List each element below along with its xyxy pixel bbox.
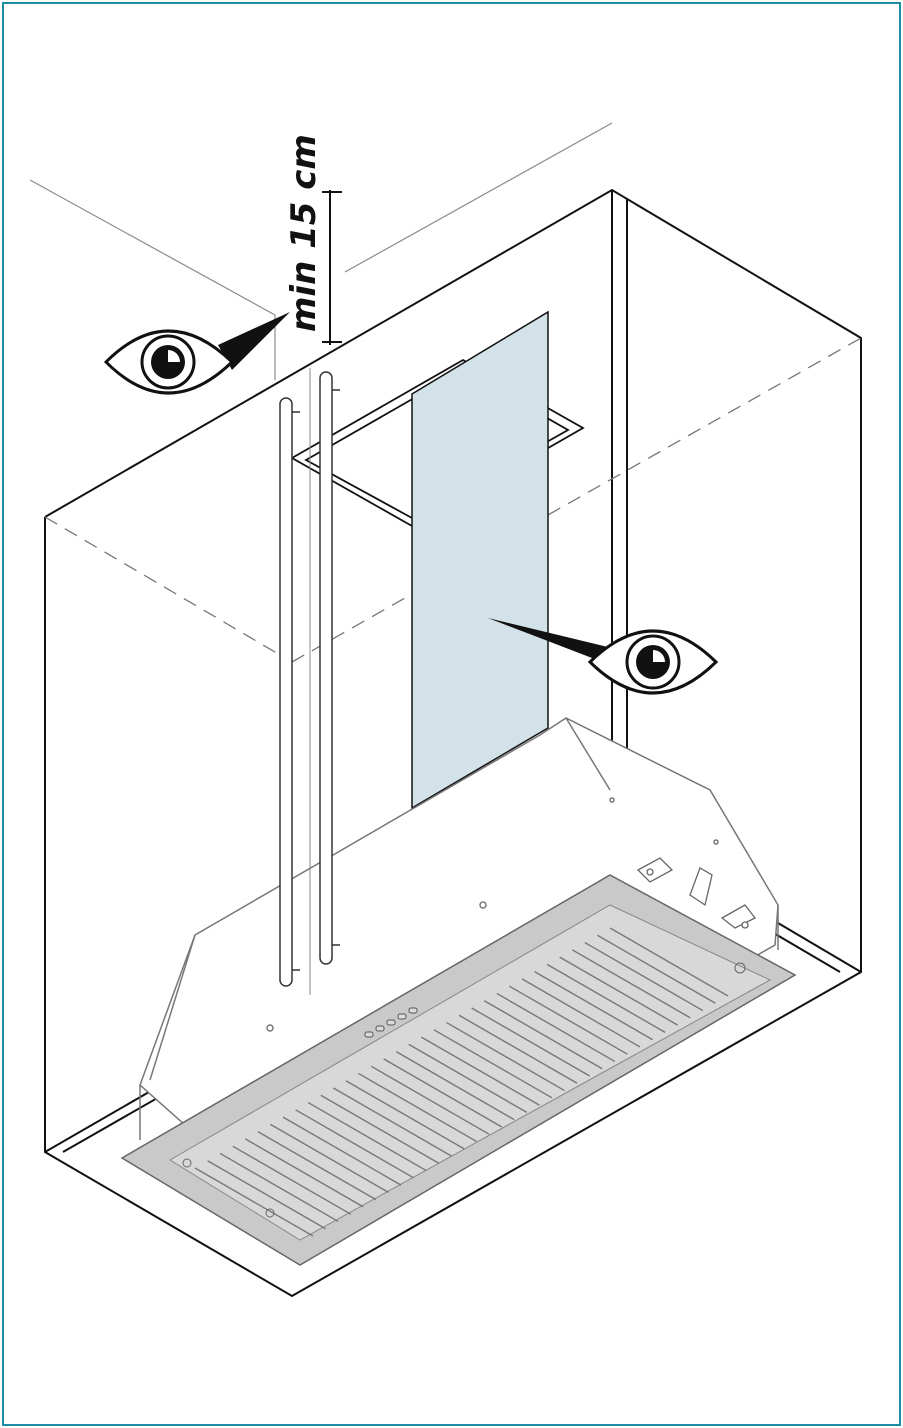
grille-slat: [421, 1036, 540, 1106]
filter-grille: [120, 874, 797, 1266]
grille-slat: [282, 1116, 402, 1186]
grille-slat: [219, 1152, 339, 1223]
grille-slat: [232, 1145, 352, 1215]
grille-slat: [446, 1021, 565, 1092]
grille-slat: [534, 971, 653, 1041]
grille-slat: [521, 978, 641, 1048]
grille-slat: [370, 1065, 490, 1135]
grille-slat: [345, 1080, 465, 1150]
handle-bars: [279, 371, 340, 987]
grille-slat: [559, 956, 679, 1026]
grille-slat: [509, 985, 628, 1055]
grille-slat: [471, 1007, 591, 1077]
grille-slat: [597, 934, 716, 1004]
grille-slat: [332, 1087, 452, 1157]
grille-slat: [194, 1167, 314, 1237]
grille-slat: [609, 927, 729, 997]
hidden-lines: [44, 337, 862, 663]
duct-panel: [411, 310, 549, 810]
grille-slat: [408, 1043, 528, 1113]
grille-slat: [395, 1051, 515, 1121]
grille-slat: [458, 1014, 578, 1084]
grille-slat: [496, 992, 616, 1063]
grille-slat: [546, 963, 666, 1033]
grille-slats: [194, 927, 729, 1237]
clearance-dimension: [322, 190, 342, 345]
grille-slat: [358, 1072, 477, 1143]
eye-icon: [488, 618, 719, 695]
grille-slat: [207, 1160, 326, 1230]
grille-slat: [307, 1101, 427, 1172]
hinge-brackets: [636, 857, 756, 929]
grille-slat: [571, 949, 691, 1019]
control-buttons: [364, 1007, 418, 1038]
grille-slat: [295, 1109, 414, 1179]
grille-slat: [257, 1131, 377, 1201]
grille-slat: [483, 1000, 603, 1070]
grille-slat: [244, 1138, 364, 1208]
grille-slat: [383, 1058, 502, 1128]
grille-slat: [433, 1029, 553, 1099]
grille-slat: [584, 941, 704, 1012]
grille-slat: [320, 1094, 440, 1164]
eye-icon: [103, 312, 290, 395]
clearance-label: min 15 cm: [284, 134, 324, 332]
grille-slat: [270, 1123, 389, 1193]
